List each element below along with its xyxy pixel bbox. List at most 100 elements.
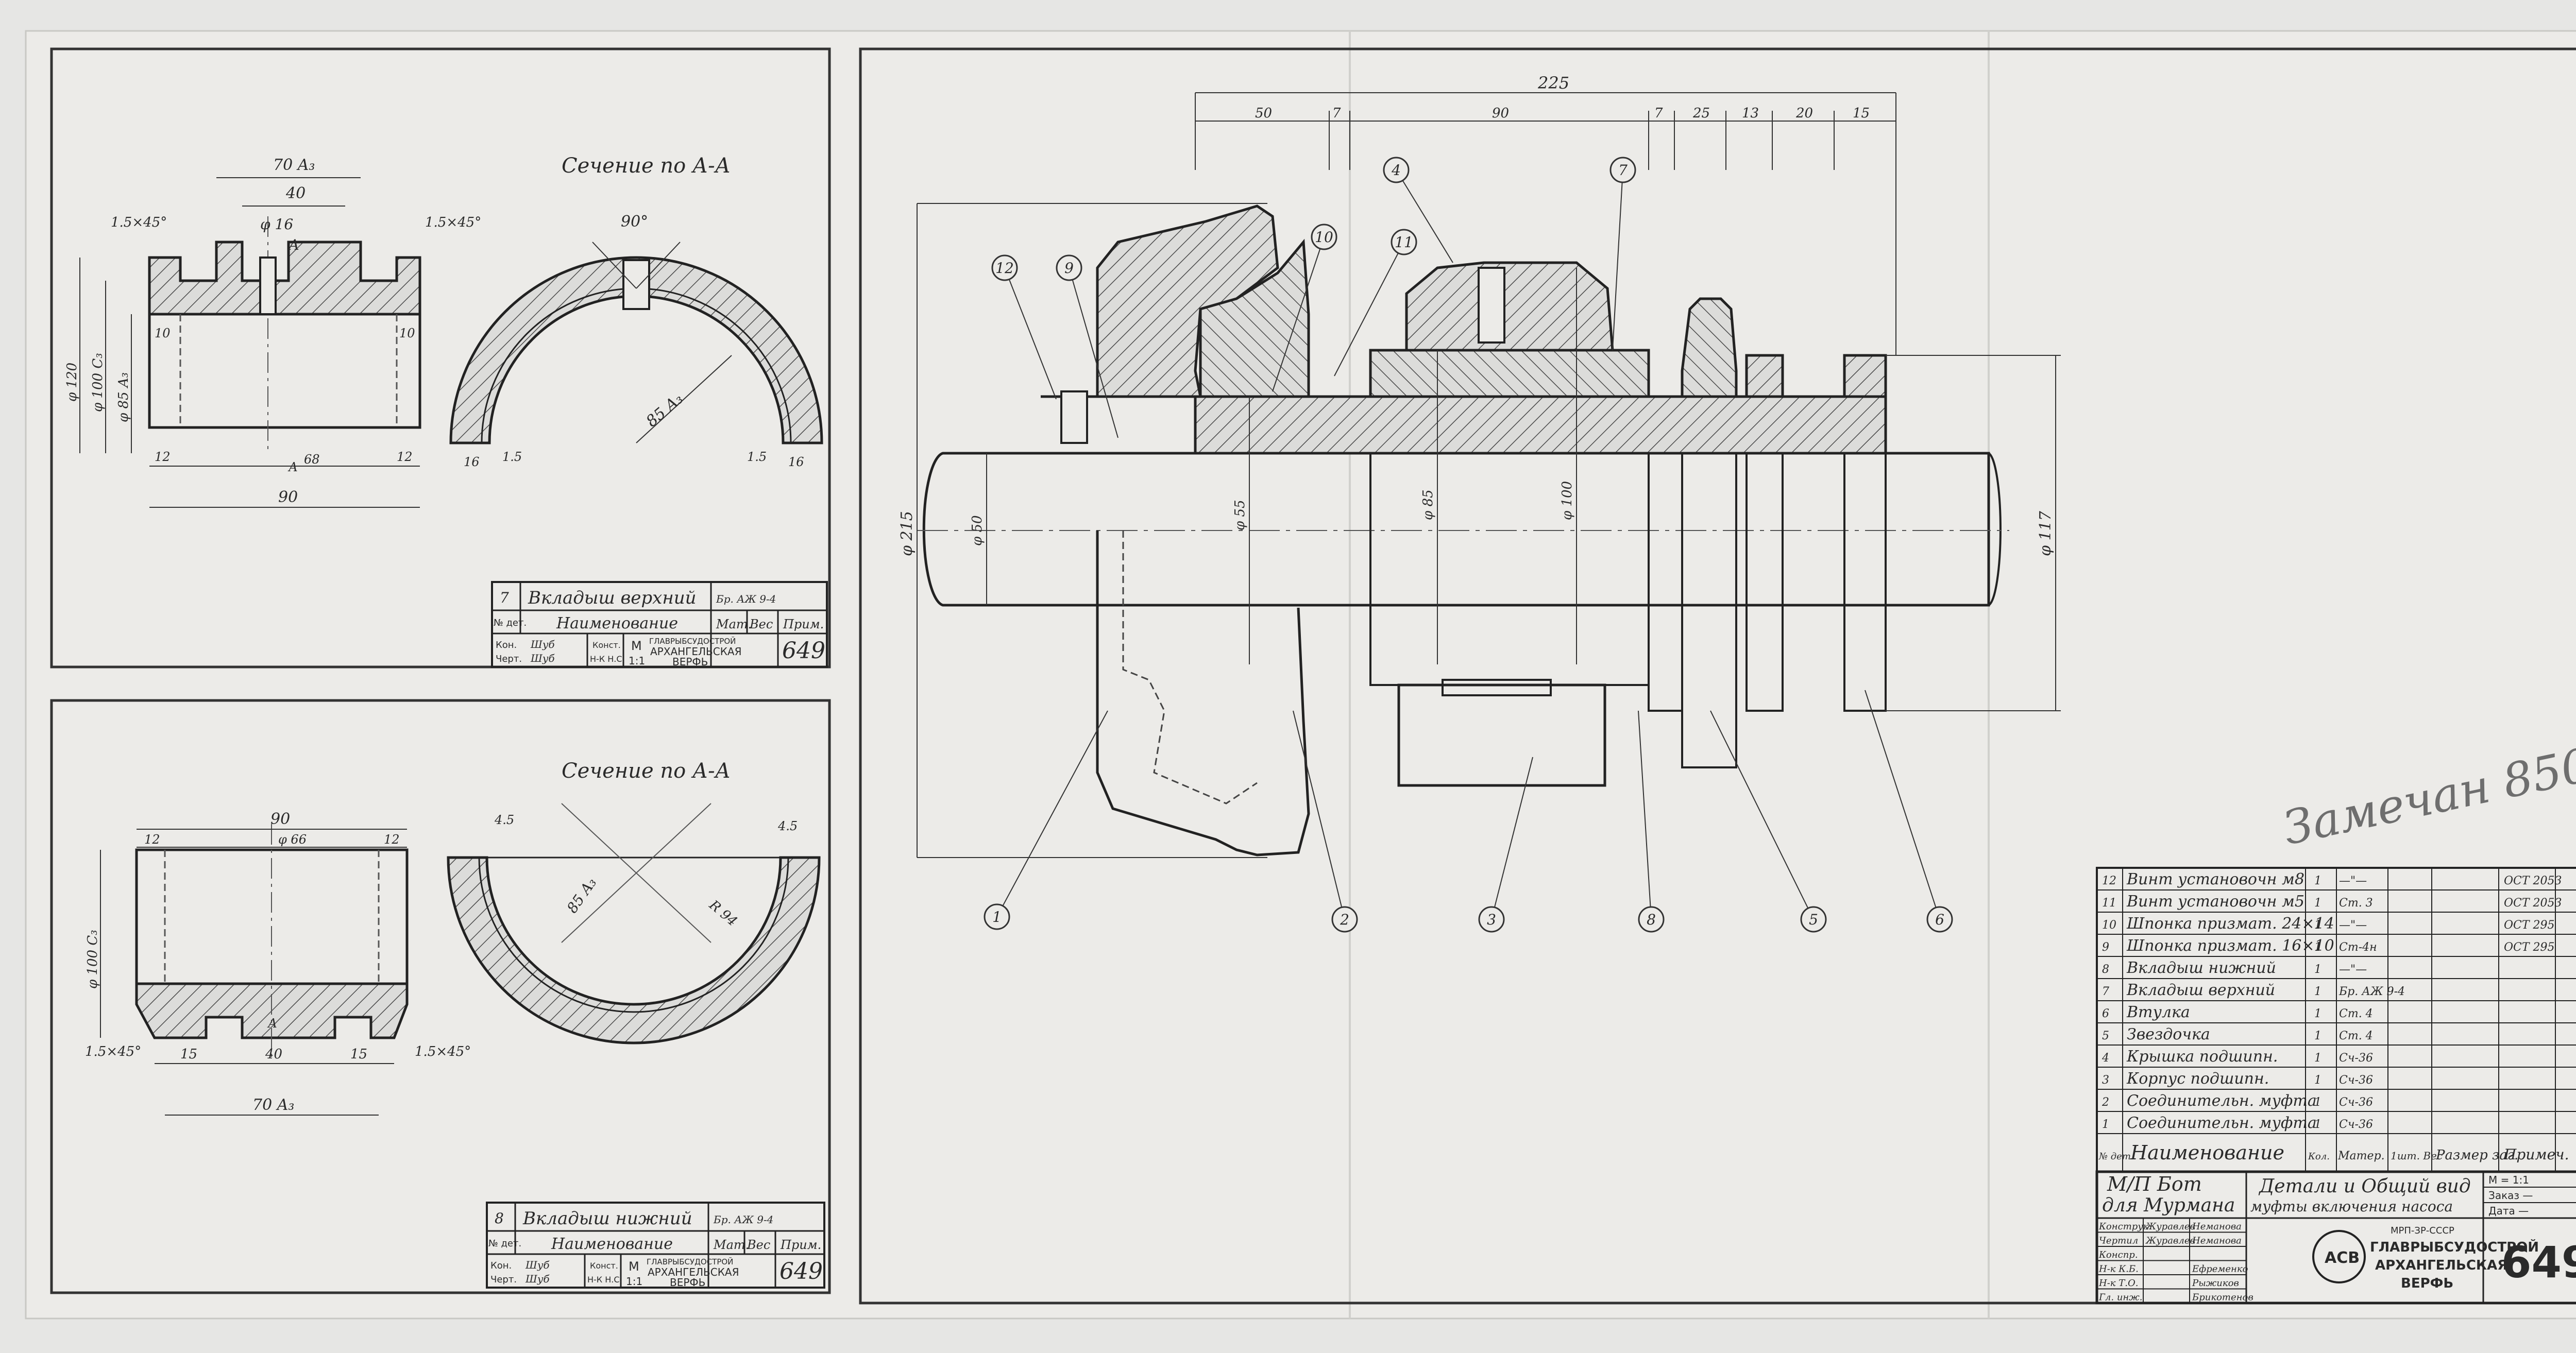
stamp-hdr-num: № дет. xyxy=(488,1238,521,1249)
dim-angle: 90° xyxy=(621,213,648,231)
dim-hole: φ 16 xyxy=(260,216,293,233)
tb-name: Журавлев xyxy=(2145,1236,2195,1246)
parts-cell: 10 xyxy=(2102,919,2116,932)
parts-cell: Сч-36 xyxy=(2339,1096,2373,1109)
tb-checker: Неманова xyxy=(2192,1221,2242,1232)
dim-overall: 90 xyxy=(270,810,290,828)
leader-line xyxy=(1638,710,1652,920)
section-title: Сечение по А-А xyxy=(562,759,731,783)
parts-cell: Ст. 4 xyxy=(2339,1007,2373,1020)
leader-line xyxy=(1491,757,1533,920)
leader-line xyxy=(1293,710,1345,920)
coupling-half-1-section xyxy=(1041,204,1279,398)
parts-cell: ОСТ 295 xyxy=(2504,941,2555,954)
parts-cell: 4 xyxy=(2102,1052,2109,1065)
parts-cell: Шпонка призмат. 24×14 xyxy=(2126,915,2334,933)
parts-header: № дет. xyxy=(2098,1151,2134,1162)
balloon-top-11 xyxy=(1391,229,1417,255)
stamp-r2-name: Шуб xyxy=(530,652,555,664)
stamp-r2-ctrl: Н-К Н.С. xyxy=(587,1275,622,1285)
parts-cell: Шпонка призмат. 16×10 xyxy=(2126,937,2334,955)
stamp-r1-name: Шуб xyxy=(525,1259,550,1271)
balloon-top-10 xyxy=(1311,224,1337,250)
bushing-section xyxy=(1194,395,1887,455)
balloon-bottom-6 xyxy=(1926,906,1953,933)
parts-cell: —"— xyxy=(2339,919,2367,932)
shaft xyxy=(922,452,1990,607)
vessel-line-1: М/П Бот xyxy=(2107,1173,2202,1195)
org-line-4: ВЕРФЬ xyxy=(2401,1276,2453,1291)
parts-cell: Сч-36 xyxy=(2339,1118,2373,1131)
balloon-label: 4 xyxy=(1391,162,1401,179)
stamp-r1-role: Кон. xyxy=(496,640,517,650)
doc-title-1: Детали и Общий вид xyxy=(2258,1176,2471,1197)
parts-cell: ОСТ 2053 xyxy=(2504,875,2562,887)
balloon-top-7 xyxy=(1609,157,1636,183)
tb-role: Гл. инж. xyxy=(2098,1292,2142,1303)
parts-cell: Винт установочн м5 xyxy=(2126,893,2304,911)
stamp-hdr-note: Прим. xyxy=(783,617,824,631)
dim-d85: φ 85 xyxy=(1420,489,1436,520)
parts-cell: 1 xyxy=(2314,1074,2321,1087)
balloon-label: 9 xyxy=(1064,260,1074,277)
tb-order: Заказ — xyxy=(2488,1189,2533,1202)
parts-cell: 1 xyxy=(2314,875,2321,887)
stamp-scale-label: М xyxy=(631,639,642,653)
parts-cell: 7 xyxy=(2102,985,2109,998)
parts-cell: 5 xyxy=(2102,1030,2109,1042)
label-a: А xyxy=(267,1016,277,1031)
parts-cell: ОСТ 2053 xyxy=(2504,897,2562,910)
stamp-hdr-note: Прим. xyxy=(780,1238,821,1252)
parts-cell: Крышка подшипн. xyxy=(2126,1048,2278,1066)
dim-mid: φ 66 xyxy=(278,832,307,847)
stamp-hdr-mat: Мат. xyxy=(713,1238,749,1252)
leader-line xyxy=(1272,236,1325,392)
parts-cell: 11 xyxy=(2102,897,2116,910)
top-left-panel: Сечение по А-А 70 A₃ 40 φ 16 А 1.5×45° 1… xyxy=(50,47,831,669)
chain-dim-5: 13 xyxy=(1742,106,1759,121)
stamp-org2: АРХАНГЕЛЬСКАЯ xyxy=(648,1266,739,1278)
section-title: Сечение по А-А xyxy=(562,154,731,178)
parts-cell: 1 xyxy=(2314,941,2321,954)
dim-bottom-right: 12 xyxy=(397,450,413,464)
dim-d55: φ 55 xyxy=(1232,500,1248,530)
chain-dim-6: 20 xyxy=(1795,106,1813,121)
leader-line xyxy=(1865,690,1940,920)
tb-checker: Ефременко xyxy=(2192,1264,2248,1275)
parts-cell: 1 xyxy=(2314,897,2321,910)
stamp-r2-ctrl: Н-К Н.С. xyxy=(590,654,625,664)
parts-header: Кол. xyxy=(2308,1151,2330,1162)
balloon-label: 6 xyxy=(1935,911,1944,928)
parts-cell: Вкладыш нижний xyxy=(2126,959,2276,977)
stamp-hdr-mat: Мат. xyxy=(716,617,752,631)
parts-cell: —"— xyxy=(2339,963,2367,976)
tb-checker: Рыжиков xyxy=(2192,1278,2239,1289)
dim-bottom-mid: 68 xyxy=(304,452,320,467)
leader-line xyxy=(996,710,1108,917)
dim-inner: 40 xyxy=(285,184,306,202)
tb-name: Журавлев xyxy=(2145,1221,2195,1232)
parts-cell: 6 xyxy=(2102,1007,2109,1020)
parts-cell: Бр. АЖ 9-4 xyxy=(2338,985,2405,998)
stamp-r2-name: Шуб xyxy=(525,1273,550,1285)
upper-bushing-side-view: 70 A₃ 40 φ 16 А 1.5×45° 1.5×45° φ 120 φ … xyxy=(64,156,481,508)
parts-cell: Вкладыш верхний xyxy=(2126,981,2275,999)
parts-cell: 12 xyxy=(2102,875,2116,887)
parts-cell: 1 xyxy=(2102,1118,2109,1131)
tb-role: Н-к Т.О. xyxy=(2098,1278,2138,1289)
tb-role: Конструк. xyxy=(2098,1221,2151,1232)
sec-16: 16 xyxy=(464,455,480,469)
parts-cell: Сч-36 xyxy=(2339,1074,2373,1087)
sec-16b: 16 xyxy=(788,455,804,469)
balloon-label: 7 xyxy=(1618,162,1628,179)
stamp-drawing-no: 649 xyxy=(779,1258,823,1285)
parts-header: Матер. xyxy=(2337,1150,2385,1162)
balloon-label: 8 xyxy=(1647,911,1656,928)
parts-cell: 1 xyxy=(2314,919,2321,932)
balloon-bottom-3 xyxy=(1478,906,1505,933)
stamp-material: Бр. АЖ 9-4 xyxy=(716,593,776,605)
parts-cell: Ст. 4 xyxy=(2339,1030,2373,1042)
panel-frame xyxy=(50,47,831,669)
bearing-cover-section xyxy=(1405,261,1614,352)
